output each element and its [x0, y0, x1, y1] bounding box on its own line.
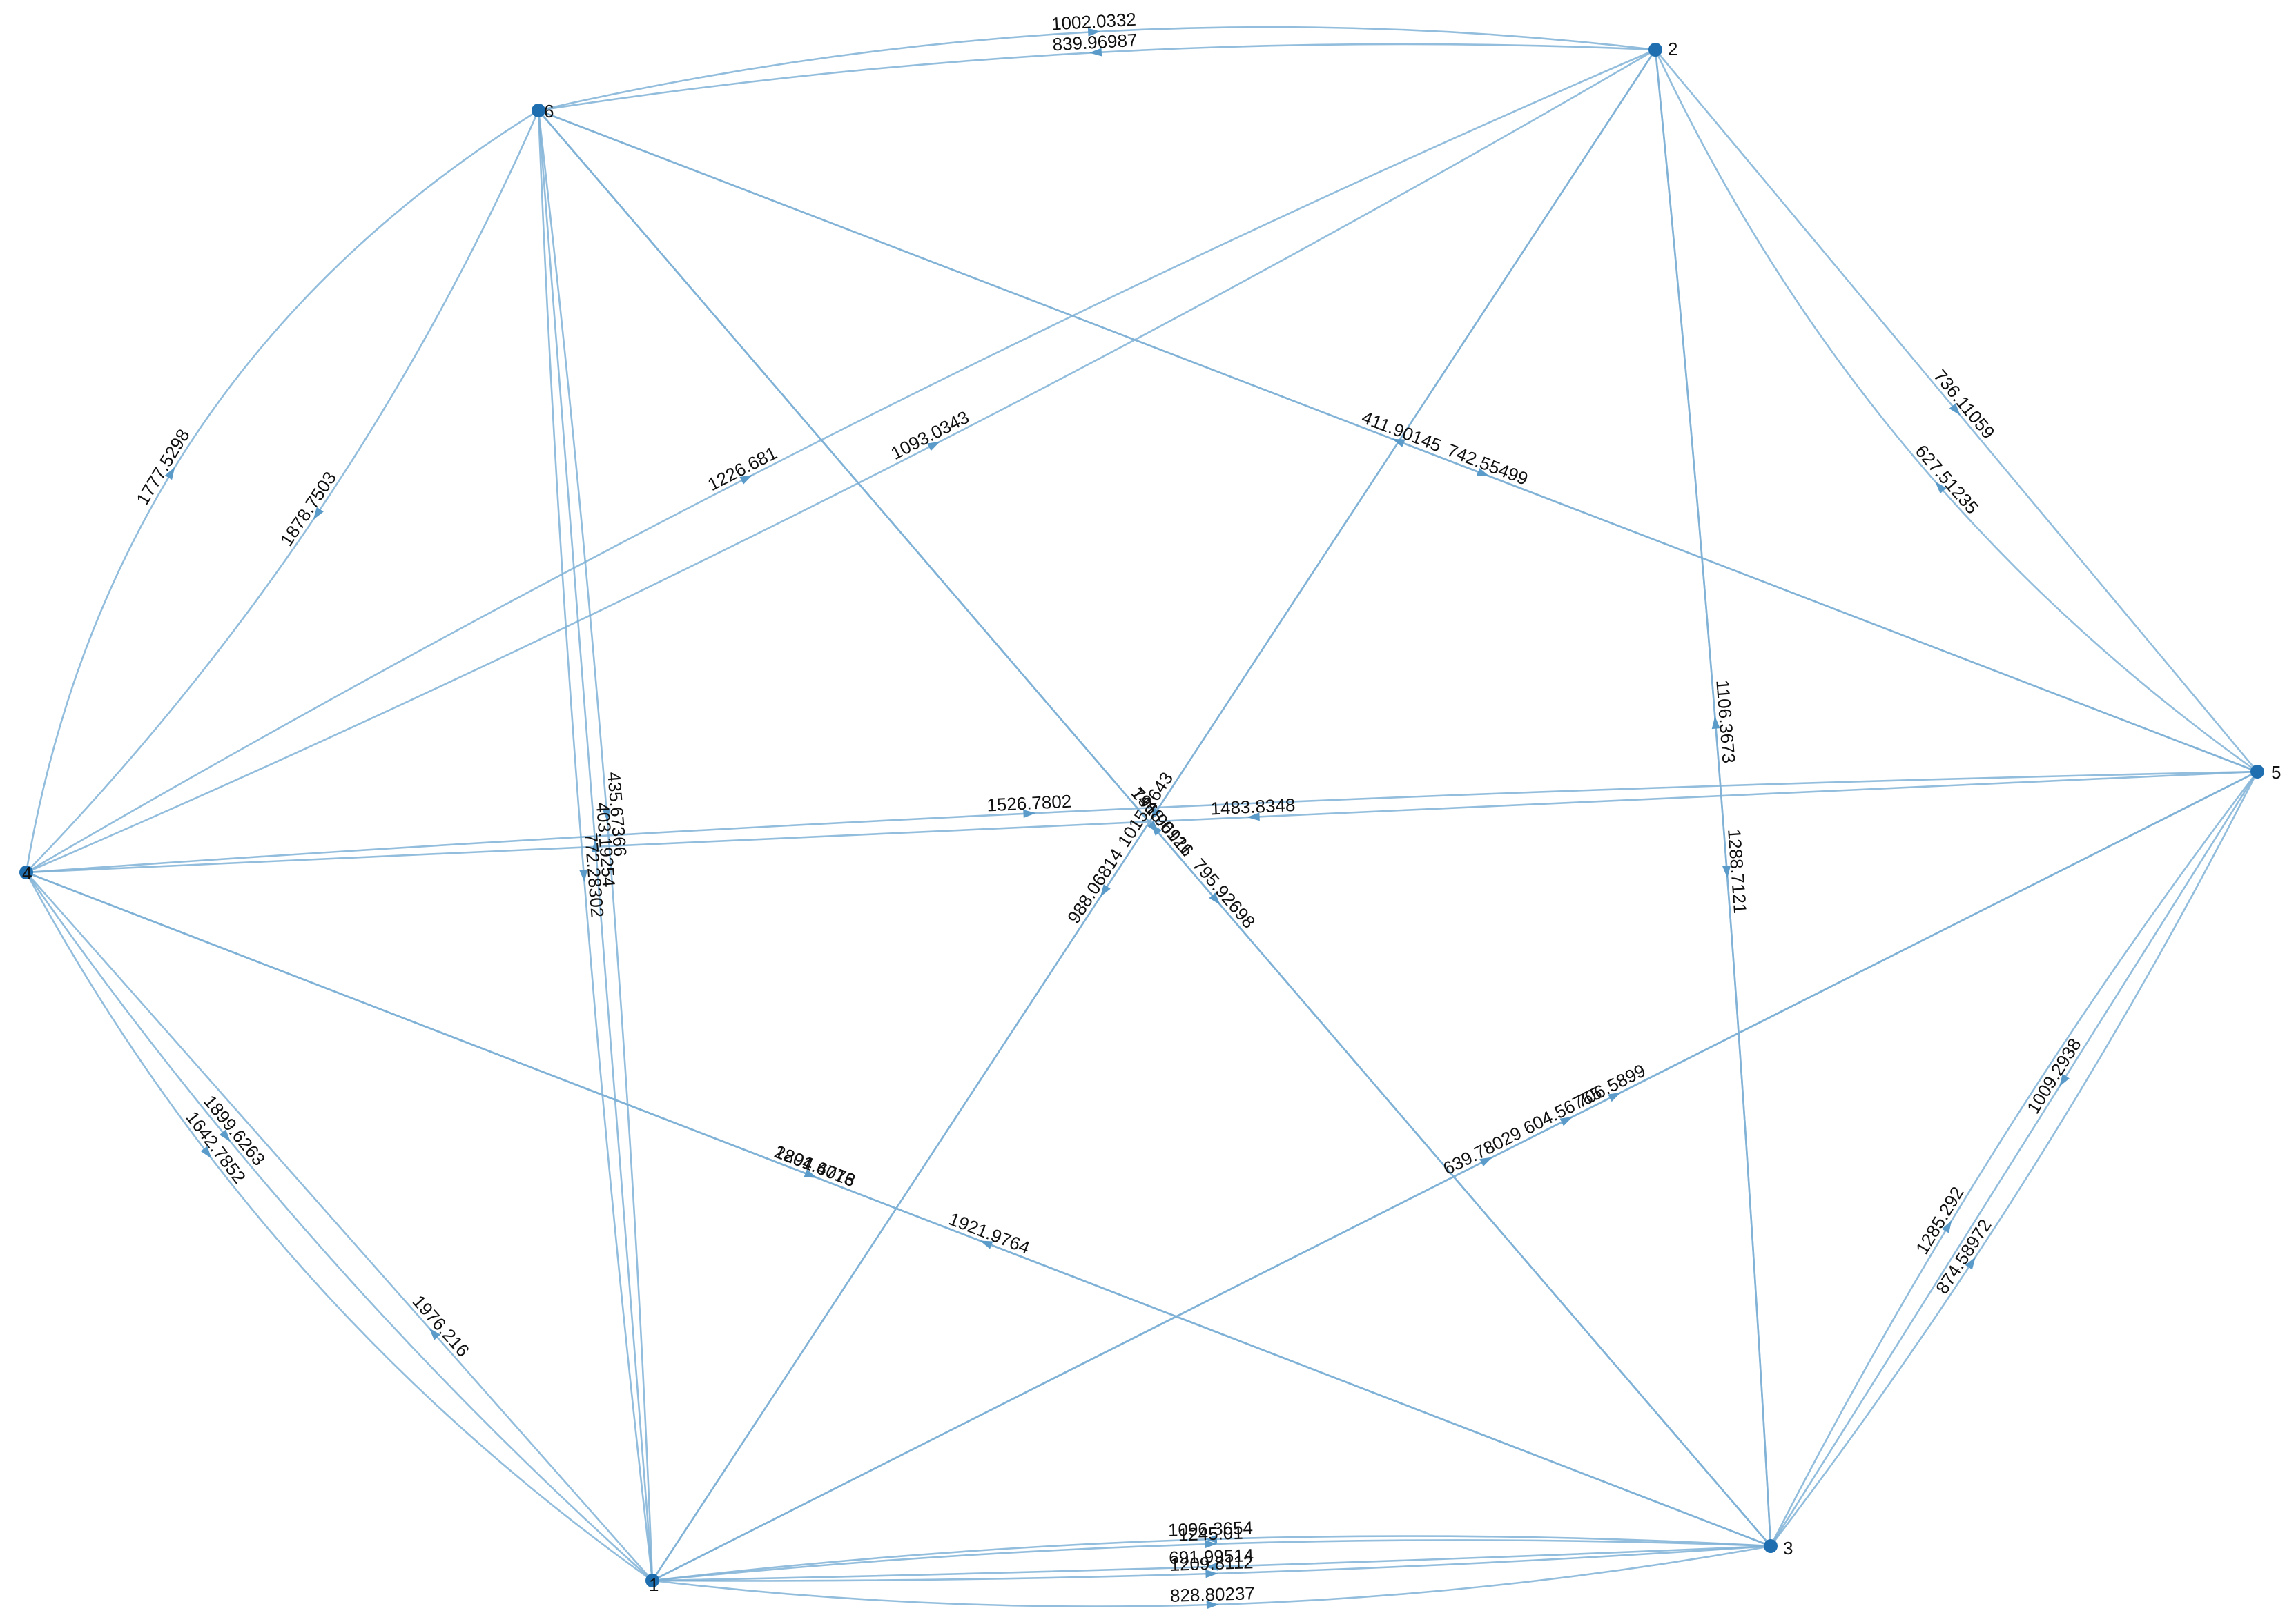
- edge-arrow-38: [1204, 1540, 1218, 1549]
- edge-label-10: 988.06814: [1063, 845, 1127, 927]
- edge-arrow-27: [429, 1328, 441, 1340]
- node-3[interactable]: [1764, 1539, 1778, 1553]
- edge-label-19: 1288.7121: [1724, 828, 1751, 915]
- edge-arrow-2: [164, 467, 175, 480]
- edge-arrow-5: [1476, 468, 1490, 477]
- node-6[interactable]: [532, 104, 545, 117]
- node-label-2: 2: [1668, 39, 1677, 59]
- edge-arrow-18: [1023, 809, 1036, 818]
- edge-4-6-2: [25, 109, 539, 873]
- edge-label-8: 627.51235: [1911, 440, 1983, 518]
- edge-arrow-4: [927, 441, 940, 451]
- node-label-3: 3: [1783, 1538, 1793, 1558]
- edge-label-2: 1777.5298: [132, 425, 194, 509]
- edge-arrow-19: [1722, 866, 1731, 879]
- edge-label-38: 1245.01: [1178, 1523, 1243, 1545]
- edge-label-21: 795.92698: [1189, 854, 1260, 932]
- node-2[interactable]: [1648, 43, 1662, 57]
- nodes-layer: 1 2 3 4 5 6: [19, 39, 2281, 1595]
- edge-label-1: 839.96987: [1052, 30, 1138, 55]
- edge-label-7: 736.11059: [1929, 365, 1999, 442]
- edge-arrow-21: [1209, 892, 1220, 905]
- arrows-layer: [164, 28, 2070, 1610]
- edge-label-37: 691.99514: [1169, 1545, 1254, 1568]
- edge-4-5-18: [26, 770, 2258, 874]
- edge-arrow-8: [1935, 481, 1947, 494]
- node-1[interactable]: [645, 1574, 659, 1587]
- edge-arrow-23: [980, 1240, 993, 1249]
- edge-arrow-22: [1608, 1092, 1622, 1102]
- edge-label-27: 1976.216: [409, 1291, 474, 1360]
- edge-3-2-20: [1654, 49, 1772, 1547]
- edge-arrow-3: [313, 507, 324, 520]
- edge-4-2-4: [26, 48, 1656, 874]
- edge-label-3: 1878.7503: [276, 468, 340, 550]
- edge-label-17: 1483.8348: [1210, 794, 1296, 819]
- edge-arrow-31: [1941, 1220, 1952, 1233]
- edge-4-1-28: [25, 872, 653, 1582]
- edge-label-9: 1226.681: [704, 442, 780, 495]
- edge-3-5-33: [1769, 771, 2259, 1547]
- edge-1-5-30: [652, 770, 2258, 1582]
- edge-6-1-14: [537, 110, 654, 1581]
- edge-arrow-34: [1206, 1601, 1219, 1610]
- edge-label-18: 1526.7802: [986, 791, 1072, 816]
- edge-5-4-17: [26, 770, 2258, 874]
- edge-6-4-3: [26, 110, 540, 873]
- node-5[interactable]: [2250, 765, 2264, 779]
- edge-arrow-33: [1965, 1257, 1976, 1270]
- edge-arrow-14: [602, 808, 611, 821]
- edge-arrow-20: [1711, 716, 1720, 730]
- edge-1-4-27: [26, 872, 653, 1581]
- edge-arrow-32: [2059, 1073, 2070, 1087]
- edge-label-36: 1209.8112: [1169, 1552, 1254, 1575]
- edge-arrow-15: [592, 839, 601, 852]
- edge-arrow-0: [1087, 28, 1101, 37]
- edge-label-34: 828.80237: [1170, 1583, 1256, 1606]
- edge-label-30: 639.78029: [1440, 1122, 1525, 1179]
- node-4[interactable]: [19, 866, 33, 879]
- node-label-1: 1: [649, 1574, 659, 1595]
- edge-label-24: 604.56765: [1520, 1082, 1605, 1139]
- edge-arrow-1: [1089, 48, 1102, 57]
- edge-arrow-26: [219, 1129, 231, 1142]
- node-label-5: 5: [2271, 762, 2281, 783]
- node-label-6: 6: [544, 101, 554, 121]
- edge-arrow-28: [200, 1146, 212, 1159]
- edge-arrow-29: [804, 1169, 817, 1178]
- edge-5-3-32: [1769, 771, 2259, 1547]
- edge-arrow-30: [1479, 1157, 1493, 1166]
- edge-arrow-13: [1150, 808, 1161, 821]
- edge-arrow-36: [1205, 1570, 1218, 1578]
- edge-label-32: 1009.2938: [2023, 1035, 2085, 1117]
- edge-arrow-9: [739, 475, 753, 485]
- edge-arrow-35: [1204, 1534, 1218, 1543]
- edge-4-2-9: [26, 48, 1656, 874]
- edge-4-1-26: [25, 872, 653, 1581]
- edge-4-3-29: [26, 871, 1771, 1547]
- edge-arrow-10: [1100, 884, 1111, 897]
- edge-arrow-6: [1392, 438, 1405, 447]
- edge-arrow-37: [1205, 1562, 1218, 1571]
- edge-label-4: 1093.0343: [887, 407, 972, 464]
- edge-3-5-31: [1769, 771, 2259, 1547]
- edge-label-0: 1002.0332: [1051, 9, 1136, 35]
- edge-5-2-8: [1654, 49, 2258, 773]
- edge-arrow-12: [1150, 823, 1162, 836]
- edge-arrow-16: [579, 869, 588, 883]
- edge-arrow-17: [1247, 812, 1260, 821]
- node-label-4: 4: [22, 863, 32, 883]
- edge-arrow-7: [1949, 403, 1961, 416]
- edge-label-20: 1106.3673: [1712, 679, 1739, 764]
- edge-label-35: 1096.3654: [1168, 1517, 1254, 1541]
- edge-arrow-24: [1559, 1116, 1573, 1126]
